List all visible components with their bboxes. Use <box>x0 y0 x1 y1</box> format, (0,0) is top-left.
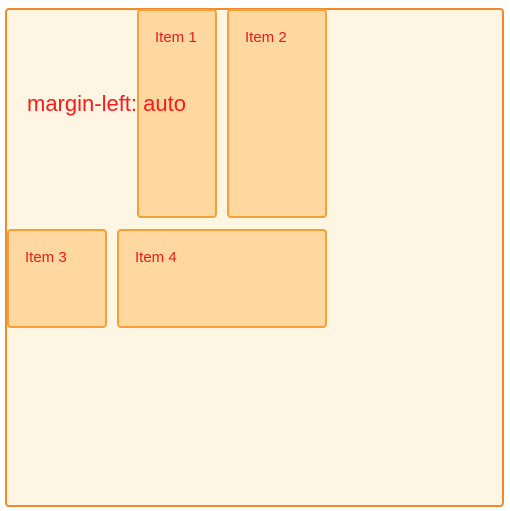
grid-item-4: Item 4 <box>117 229 327 328</box>
grid-item-4-label: Item 4 <box>135 249 177 266</box>
grid-item-2: Item 2 <box>227 9 327 218</box>
grid-item-3: Item 3 <box>7 229 107 328</box>
grid-item-1-label: Item 1 <box>155 29 197 46</box>
grid-item-1: Item 1 <box>137 9 217 218</box>
grid-item-3-label: Item 3 <box>25 249 67 266</box>
grid-item-2-label: Item 2 <box>245 29 287 46</box>
margin-left-annotation: margin-left: auto <box>27 91 186 116</box>
